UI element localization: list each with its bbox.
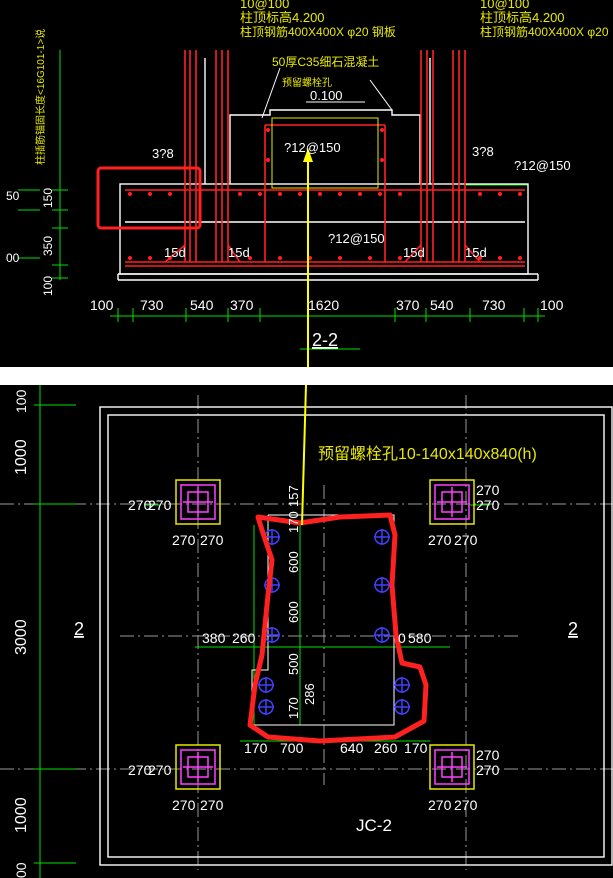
top-bar-center: ?12@150 — [284, 140, 341, 155]
pit-bottom-700: 700 — [280, 740, 304, 756]
vdim-00: 00 — [6, 251, 20, 265]
pit-dim-600b: 600 — [286, 601, 301, 623]
bdim-1: 100 — [90, 297, 114, 313]
markup-box — [96, 166, 202, 230]
rebar-dots — [128, 128, 522, 260]
vdim-top: 100 — [13, 389, 29, 413]
pit-right-0: 0 — [398, 630, 406, 646]
pit-bottom-170b: 170 — [404, 740, 428, 756]
top-right-spacing: 10@100 — [480, 0, 529, 11]
section-drawing: 10@100 柱顶标高4.200 柱顶钢筋400X400X φ20 钢板 10@… — [6, 0, 609, 367]
footing-plan-outline — [99, 406, 613, 866]
col-tr-dim-h1: 270 — [428, 532, 452, 548]
col-tl-dim-h1: 270 — [172, 532, 196, 548]
bdim-3: 540 — [190, 297, 214, 313]
pit-outline — [251, 514, 395, 726]
pit-dim-600a: 600 — [286, 551, 301, 573]
col-tl-dim-v1: 270 — [128, 497, 152, 513]
section-mark: 2-2 — [312, 330, 338, 350]
bdim-9: 100 — [540, 297, 564, 313]
right-rebar-label: 3?8 — [472, 144, 494, 159]
pit-dim-500: 500 — [286, 653, 301, 675]
bdim-4: 370 — [230, 297, 254, 313]
bdim-8: 730 — [482, 297, 506, 313]
col-bl-dim-v1: 270 — [128, 762, 152, 778]
column-br — [429, 744, 475, 790]
pit-bottom-260: 260 — [374, 740, 398, 756]
concrete-label: 50厚C35细石混凝土 — [272, 54, 379, 69]
col-br-dim-h1: 270 — [428, 797, 452, 813]
pit-dim-170b: 170 — [286, 697, 301, 719]
pit-left-380: 380 — [202, 630, 226, 646]
bolt-pocket — [271, 117, 379, 189]
bdim-7: 540 — [430, 297, 454, 313]
vdim-1000-top: 1000 — [13, 439, 30, 475]
top-bar-right: ?12@150 — [514, 158, 571, 173]
pit-bottom-640: 640 — [340, 740, 364, 756]
section-view: 10@100 柱顶标高4.200 柱顶钢筋400X400X φ20 钢板 10@… — [0, 0, 613, 367]
connector-arrow-lower — [301, 385, 307, 526]
section-mark-right: 2 — [568, 619, 578, 639]
bdim-5: 1620 — [308, 297, 339, 313]
col-br-dim-v2: 270 — [476, 747, 500, 763]
columns — [175, 479, 475, 790]
col-bl-dim-h2: 270 — [200, 797, 224, 813]
section-mark-left: 2 — [74, 619, 84, 639]
left-vertical-note: 柱插筋锚固长度<16G101-1>说 — [34, 29, 47, 165]
footing-outline — [117, 58, 539, 281]
col-tr-dim-v2: 270 — [476, 482, 500, 498]
level-label: 0.100 — [310, 88, 343, 103]
arrow-head — [303, 148, 313, 162]
col-bl-dim-h1: 270 — [172, 797, 196, 813]
top-left-level: 柱顶标高4.200 — [240, 10, 325, 25]
pit-dim-286: 286 — [302, 683, 317, 705]
col-br-dim-h2: 270 — [454, 797, 478, 813]
markup-outline — [247, 512, 429, 744]
anchor-3: 15d — [403, 245, 425, 260]
col-tr-dim-h2: 270 — [454, 532, 478, 548]
col-br-dim-v1: 270 — [476, 762, 500, 778]
embed-label: 预留螺栓孔 — [282, 76, 332, 89]
bottom-bar-label: ?12@150 — [328, 231, 385, 246]
column-tl — [175, 479, 221, 525]
axis-lines — [0, 395, 613, 870]
top-right-plate: 柱顶钢筋400X400X φ20 — [480, 24, 609, 39]
vdim-100: 100 — [41, 276, 55, 296]
vdim-50: 50 — [6, 189, 20, 203]
anchor-1: 15d — [164, 245, 186, 260]
vdim-350: 350 — [41, 236, 55, 256]
vdim-150: 150 — [41, 188, 55, 208]
column-tr — [429, 479, 475, 525]
top-left-spacing: 10@100 — [240, 0, 289, 11]
footing-name: JC-2 — [356, 816, 392, 835]
pit-dim-157: 157 — [286, 485, 301, 507]
vdim-1000-bottom: 1000 — [13, 797, 30, 833]
left-rebar-label: 3?8 — [152, 146, 174, 161]
pit-left-260: 260 — [232, 630, 256, 646]
plan-view: 预留螺栓孔10-140x140x840(h) 100 1000 3000 100… — [0, 385, 613, 878]
pit-dim-170: 170 — [286, 511, 301, 533]
col-tr-dim-v1: 270 — [476, 497, 500, 513]
section-dimension-lines — [18, 50, 545, 350]
bdim-6: 370 — [396, 297, 420, 313]
bolt-holes — [258, 529, 410, 715]
top-left-plate: 柱顶钢筋400X400X φ20 钢板 — [240, 24, 396, 39]
col-bl-dim-v2: 270 — [148, 762, 172, 778]
anchor-2: 15d — [228, 245, 250, 260]
col-tl-dim-h2: 270 — [200, 532, 224, 548]
rebar-lines — [125, 50, 525, 267]
vdim-bottom: 00 — [13, 862, 29, 878]
bolt-hole-label: 预留螺栓孔10-140x140x840(h) — [318, 445, 537, 463]
column-bl — [175, 744, 221, 790]
bdim-2: 730 — [140, 297, 164, 313]
top-right-level: 柱顶标高4.200 — [480, 10, 565, 25]
anchor-4: 15d — [465, 245, 487, 260]
pit-right-580: 580 — [408, 630, 432, 646]
col-tl-dim-v2: 270 — [148, 497, 172, 513]
plan-drawing: 预留螺栓孔10-140x140x840(h) 100 1000 3000 100… — [0, 385, 613, 878]
vdim-3000: 3000 — [13, 619, 30, 655]
pit-bottom-170a: 170 — [244, 740, 268, 756]
